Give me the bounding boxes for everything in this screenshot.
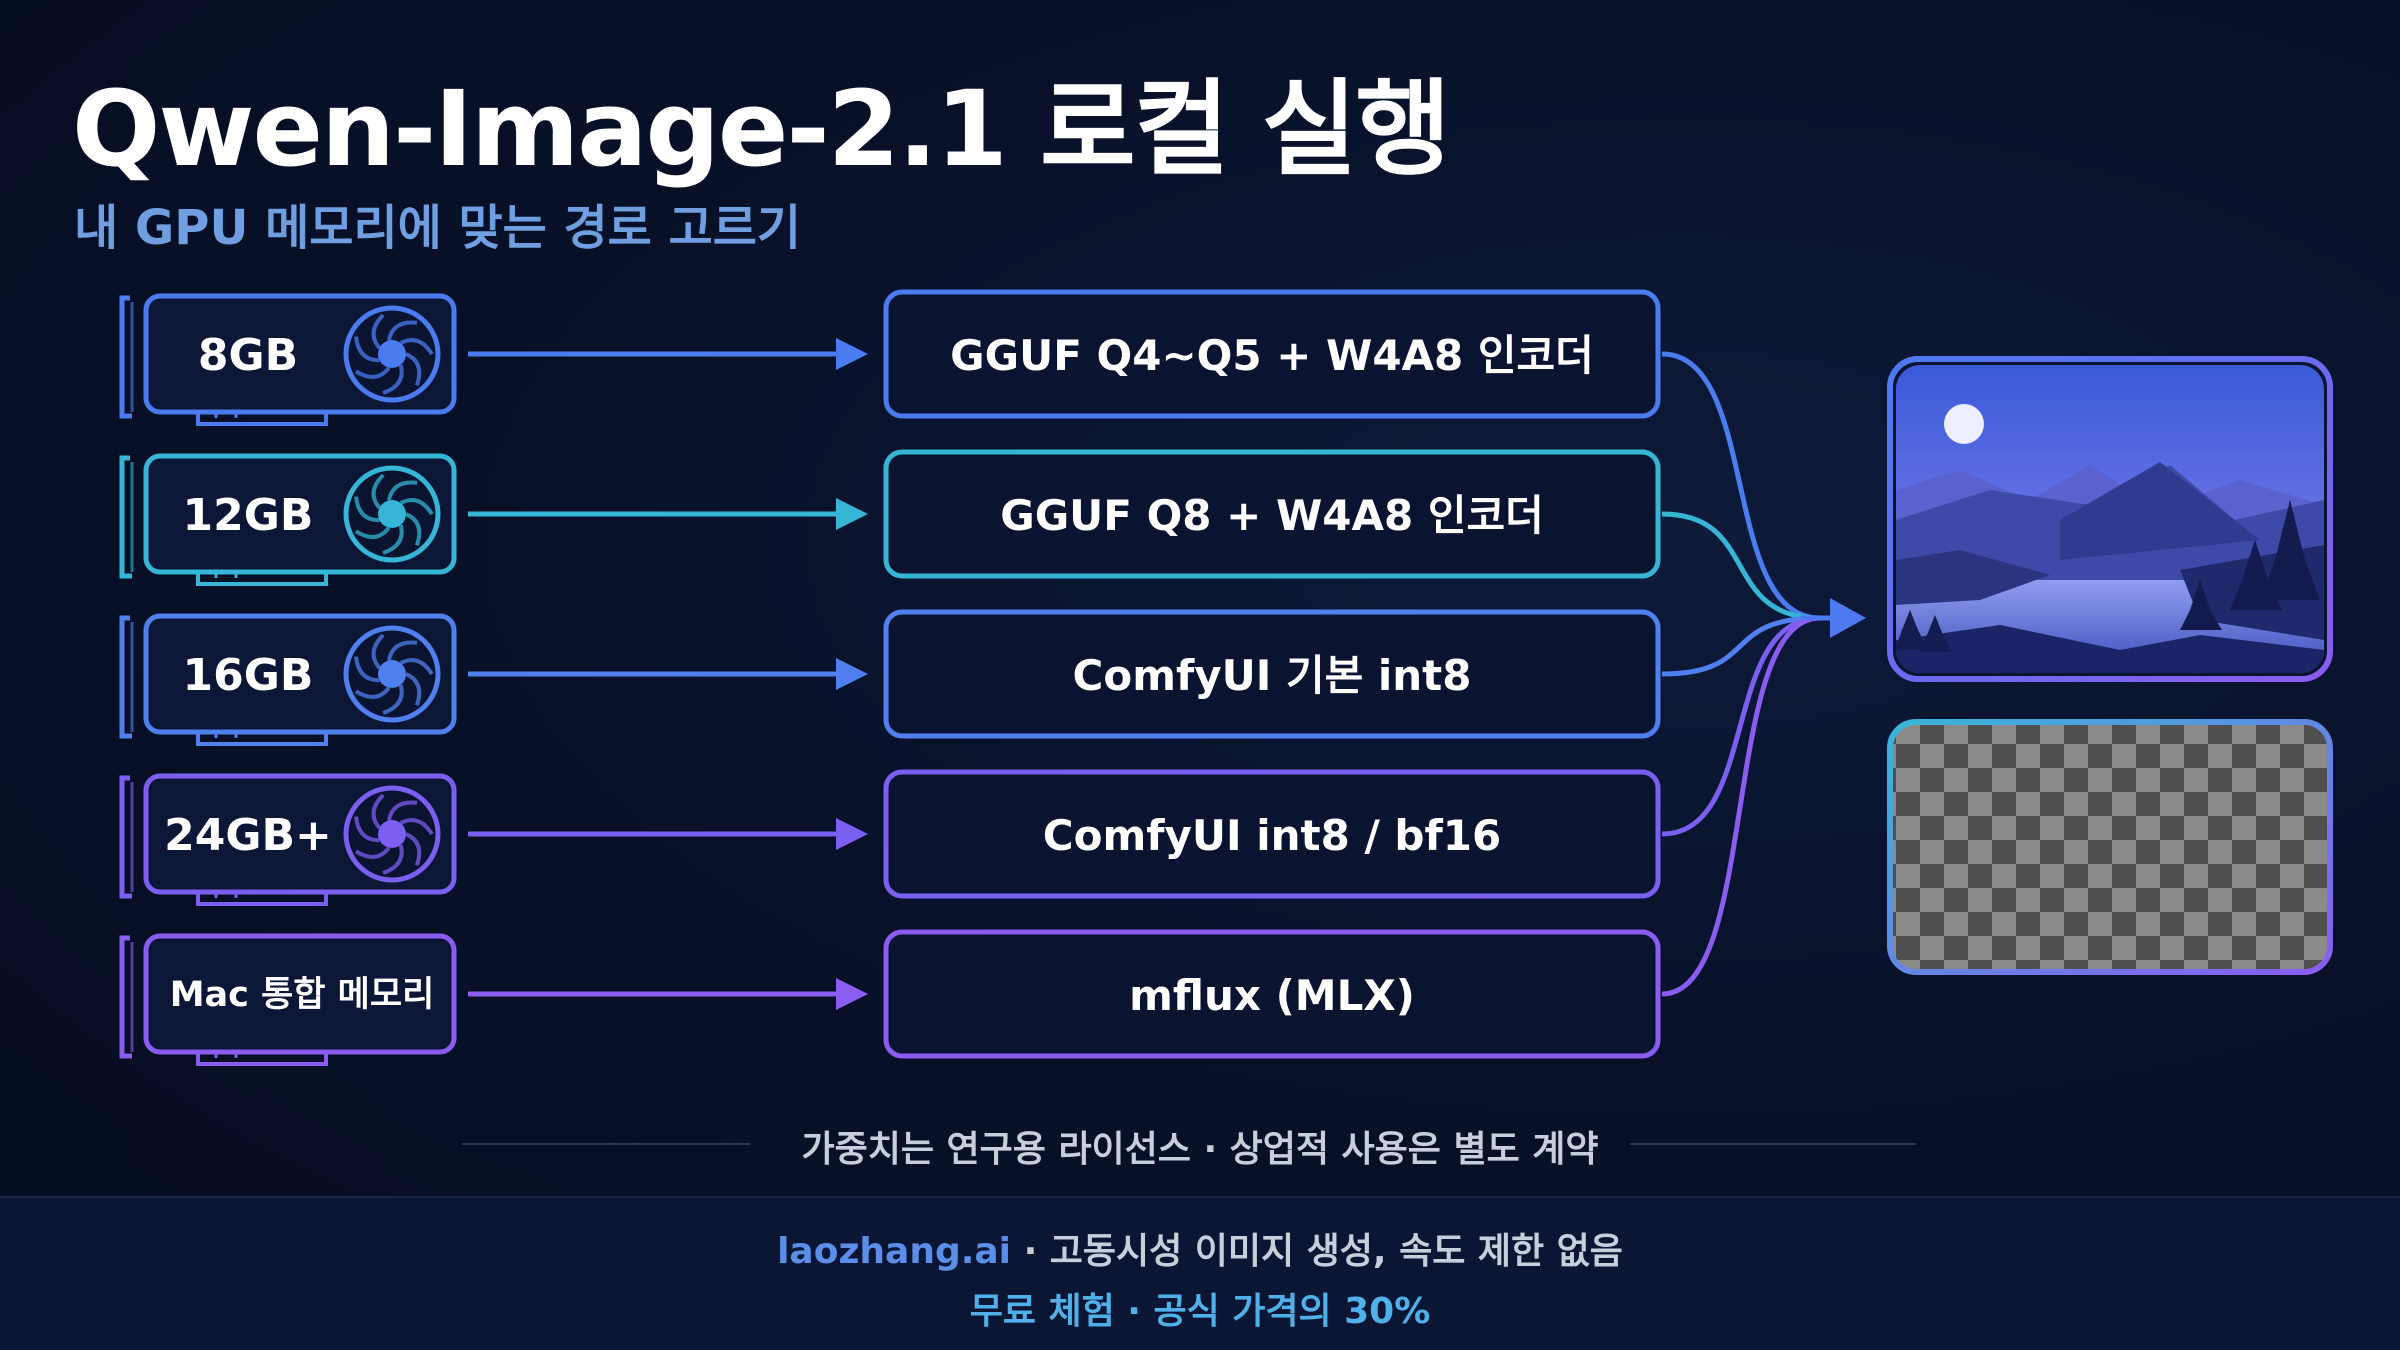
gpu-label: 8GB [198,330,298,381]
gpu-to-path-arrow-1 [468,498,868,530]
path-label: GGUF Q8 + W4A8 인코더 [1000,491,1544,540]
merge-curve-1 [1661,511,1821,621]
merge-curve-4 [1661,615,1821,997]
path-box-2: ComfyUI 기본 int8 [883,609,1661,739]
gpu-pcie-connector [196,1052,328,1066]
path-box-1: GGUF Q8 + W4A8 인코더 [883,449,1661,579]
gpu-to-path-arrow-0 [468,338,868,370]
path-label: GGUF Q4~Q5 + W4A8 인코더 [950,331,1594,380]
gpu-card-3: 24GB+ [119,773,457,906]
path-box-0: GGUF Q4~Q5 + W4A8 인코더 [883,289,1661,419]
gpu-connector-pins [214,572,238,578]
license-note: 가중치는 연구용 라이선스 · 상업적 사용은 별도 계약 [801,1129,1599,1170]
gpu-card-body [143,933,457,1055]
gpu-card-4: Mac 통합 메모리 [119,933,457,1066]
license-divider-right [1630,1143,1916,1145]
footer-line-1: laozhang.ai · 고동시성 이미지 생성, 속도 제한 없음 [0,1222,2400,1274]
gpu-fan-icon [343,305,441,403]
gpu-connector-pins [214,732,238,738]
merge-arrowhead [1830,598,1866,638]
gpu-label: 24GB+ [164,810,332,861]
gpu-label: Mac 통합 메모리 [170,975,435,1015]
transparent-image [1887,719,2333,975]
gpu-bracket [119,295,132,419]
gpu-pcie-connector [196,412,328,426]
license-divider-left [462,1143,750,1145]
gpu-bracket [119,615,132,739]
mountain-landscape-icon [1896,365,2324,673]
gpu-fan-icon [343,625,441,723]
gpu-to-path-arrow-2 [468,658,868,690]
gpu-path-diagram: 8GB 12GB 16GB 24GB+ Mac 통합 메모리 GGUF Q4~Q5 + … [119,289,2333,1066]
path-box-3: ComfyUI int8 / bf16 [883,769,1661,899]
footer-banner: laozhang.ai · 고동시성 이미지 생성, 속도 제한 없음 무료 체… [0,1196,2400,1350]
footer-tagline: · 고동시성 이미지 생성, 속도 제한 없음 [1011,1231,1623,1272]
page-subtitle: 내 GPU 메모리에 맞는 경로 고르기 [74,200,802,256]
footer-line-2: 무료 체험 · 공식 가격의 30% [969,1291,1431,1332]
path-label: ComfyUI 기본 int8 [1073,651,1472,700]
gpu-label: 16GB [183,650,314,701]
path-label: ComfyUI int8 / bf16 [1043,811,1501,860]
gpu-pcie-connector [196,572,328,586]
gpu-connector-pins [214,892,238,898]
page-title: Qwen-Image-2.1 로컬 실행 [72,68,1451,190]
gpu-bracket [119,935,132,1059]
gpu-pcie-connector [196,732,328,746]
gpu-fan-icon [343,785,441,883]
gpu-label: 12GB [183,490,314,541]
gpu-to-path-arrow-3 [468,818,868,850]
gpu-connector-pins [214,1052,238,1058]
gpu-card-1: 12GB [119,453,457,586]
gpu-to-path-arrow-4 [468,978,868,1010]
merge-curve-0 [1661,351,1821,621]
path-box-4: mflux (MLX) [883,929,1661,1059]
path-label: mflux (MLX) [1129,971,1415,1020]
gpu-card-2: 16GB [119,613,457,746]
gpu-card-0: 8GB [119,293,457,426]
merge-curve-2 [1661,615,1821,677]
gpu-bracket [119,455,132,579]
landscape-image [1887,356,2333,682]
gpu-bracket [119,775,132,899]
gpu-pcie-connector [196,892,328,906]
footer-brand-link[interactable]: laozhang.ai [777,1231,1012,1272]
merge-curve-3 [1661,615,1821,837]
gpu-connector-pins [214,412,238,418]
gpu-fan-icon [343,465,441,563]
